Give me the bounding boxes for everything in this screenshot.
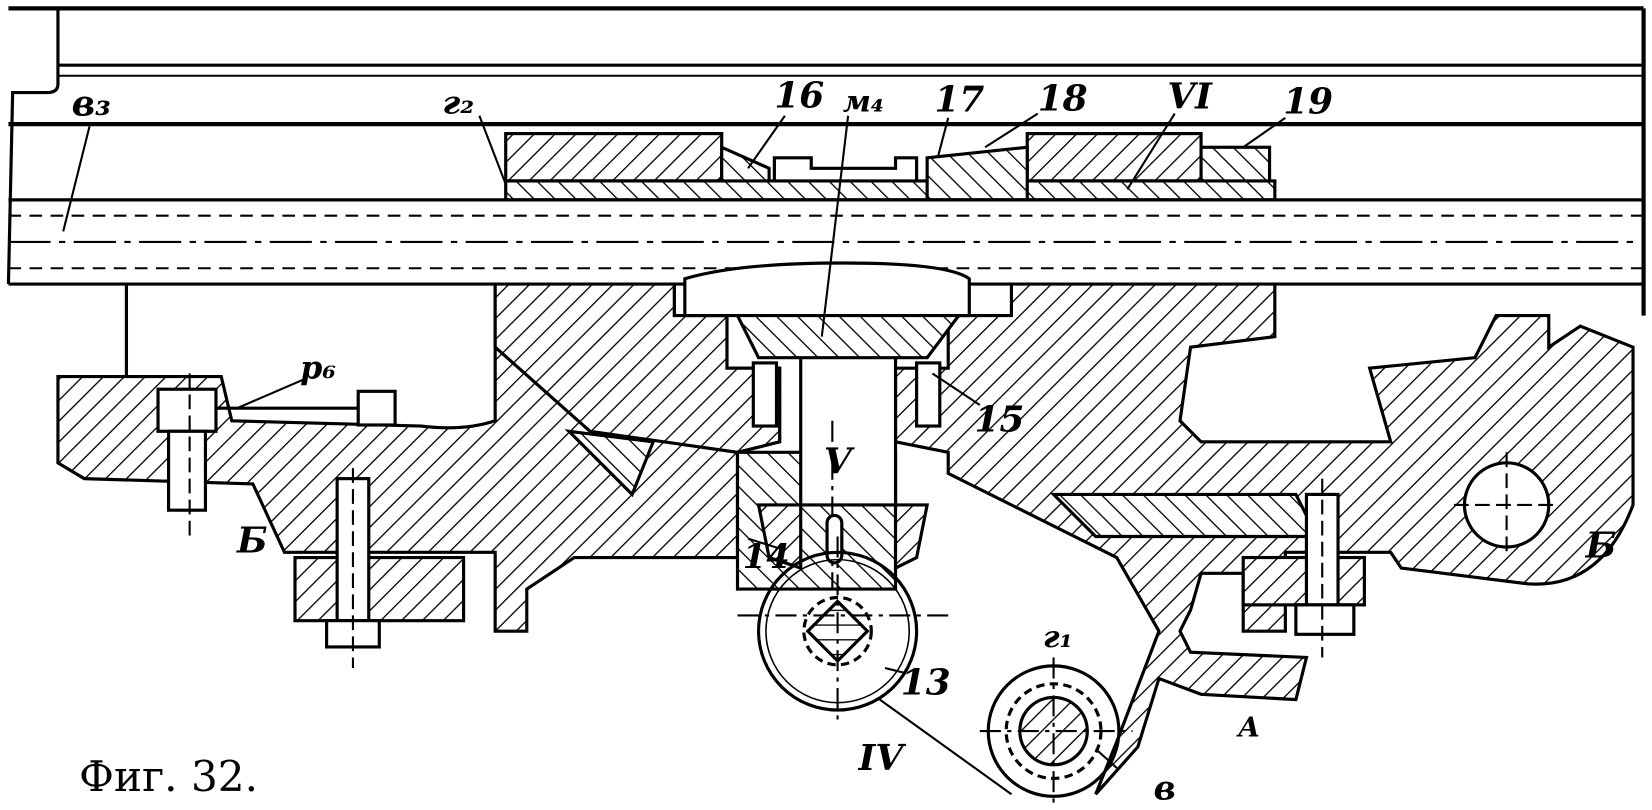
label-m4: м₄ xyxy=(843,84,884,119)
bolts xyxy=(156,361,1560,668)
label-g2: г₂ xyxy=(443,85,475,122)
label-g1: г₁ xyxy=(1043,619,1073,654)
label-17: 17 xyxy=(935,79,985,121)
figure-caption: Фиг. 32. xyxy=(79,752,258,801)
gear-g1 xyxy=(979,657,1133,805)
label-b-left: Б xyxy=(236,519,268,561)
label-18: 18 xyxy=(1038,77,1088,119)
label-13: 13 xyxy=(901,661,951,703)
label-16: 16 xyxy=(774,74,824,116)
label-b-right: Б xyxy=(1585,525,1617,567)
label-15: 15 xyxy=(975,398,1025,440)
label-iv: IV xyxy=(858,737,907,779)
label-r6: р₆ xyxy=(300,350,336,387)
label-v: в xyxy=(1154,768,1176,808)
housing-section xyxy=(56,261,1635,796)
label-v-roman: V xyxy=(824,440,855,482)
worm-gear-13 xyxy=(737,536,1013,796)
table-top xyxy=(6,6,1646,316)
label-vi: VI xyxy=(1167,75,1213,117)
leader-lines xyxy=(62,112,1286,769)
label-a: А xyxy=(1236,711,1260,743)
label-19: 19 xyxy=(1283,81,1333,123)
upper-carriage-section xyxy=(504,132,1277,202)
label-v3: в₃ xyxy=(72,83,111,125)
label-14: 14 xyxy=(743,536,790,576)
